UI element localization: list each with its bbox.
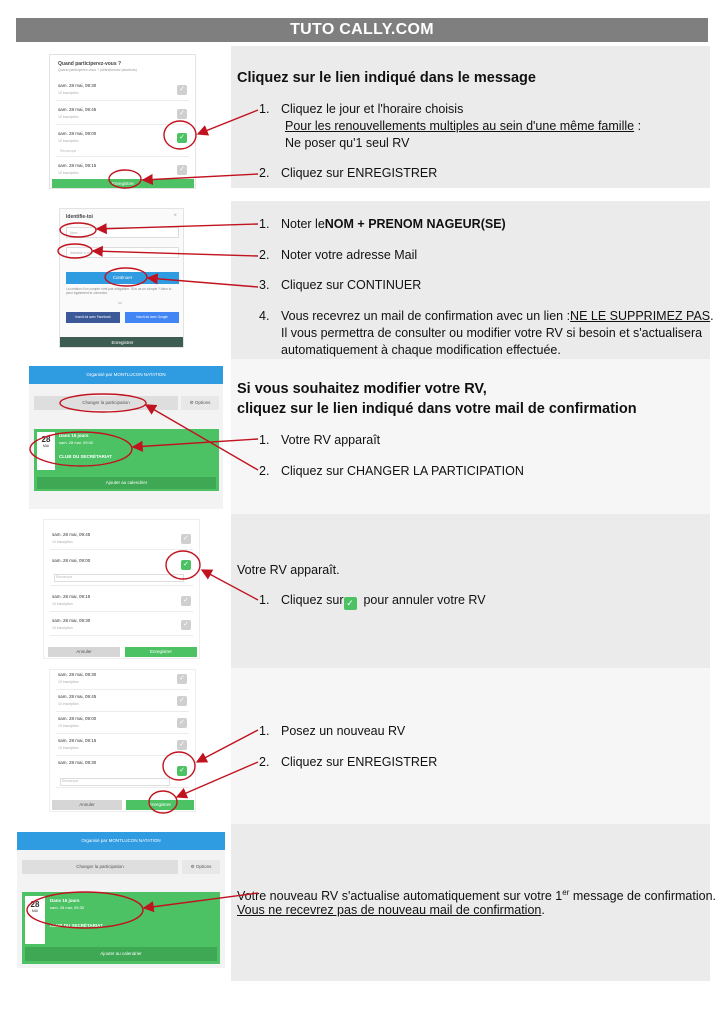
identify-title: Identifie-toi bbox=[66, 214, 93, 220]
s5-item-2: 2.Cliquez sur ENREGISTRER bbox=[259, 755, 438, 769]
google-button[interactable]: Inscrit-toi avec Google bbox=[125, 312, 179, 323]
checkbox-icon[interactable]: ✓ bbox=[181, 620, 191, 630]
save-button[interactable]: Enregistrer bbox=[52, 179, 194, 188]
checked-checkbox-icon[interactable]: ✓ bbox=[177, 133, 187, 143]
identify-screenshot: Identifie-toi × Nom Adresse e-mail Conti… bbox=[59, 208, 184, 348]
change-participation-button[interactable]: Changer la participation bbox=[34, 396, 178, 410]
s2-item-1: 1.Noter le NOM + PRENOM NAGEUR(SE) bbox=[259, 217, 506, 231]
s2-item-4-line-2: Il vous permettra de consulter ou modifi… bbox=[281, 326, 703, 340]
date-time: sam. 28 mai, 09:30 bbox=[50, 905, 85, 910]
club-name: CLUB DU SECRÉTARIAT bbox=[59, 454, 112, 459]
participate-title: Quand participerez-vous ? bbox=[58, 61, 122, 67]
checkbox-icon[interactable]: ✓ bbox=[181, 596, 191, 606]
organizer-banner: Organisé par MONTLUCON NATATION bbox=[29, 366, 223, 384]
s6-line-1: Votre nouveau RV s'actualise automatique… bbox=[237, 888, 716, 904]
checked-checkbox-icon: ✓ bbox=[343, 597, 357, 610]
confirmation-screenshot-2: Organisé par MONTLUCON NATATION Changer … bbox=[17, 832, 225, 968]
date-time: sam. 28 mai, 09:00 bbox=[59, 440, 94, 445]
s2-item-4: 4.Vous recevrez un mail de confirmation … bbox=[259, 309, 714, 323]
s1-note-2: Ne poser qu'1 seul RV bbox=[285, 136, 410, 150]
calendar-icon: 28 MAI bbox=[37, 432, 55, 470]
confirmation-screenshot-1: Organisé par MONTLUCON NATATION Changer … bbox=[29, 366, 223, 509]
s2-item-2: 2.Noter votre adresse Mail bbox=[259, 248, 418, 262]
participate-subtitle: Quand participerez-vous ? (sélectionnez … bbox=[58, 68, 137, 72]
cancel-button[interactable]: Annuler bbox=[52, 800, 122, 810]
calendar-icon: 28 MAI bbox=[25, 896, 45, 944]
options-button[interactable]: ⚙ Options bbox=[181, 396, 219, 410]
checked-checkbox-icon[interactable]: ✓ bbox=[181, 560, 191, 570]
checkbox-icon[interactable]: ✓ bbox=[177, 740, 187, 750]
s4-item-1: 1.Cliquez sur ✓ pour annuler votre RV bbox=[259, 593, 486, 610]
checkbox-icon[interactable]: ✓ bbox=[177, 109, 187, 119]
cancel-button[interactable]: Annuler bbox=[48, 647, 120, 657]
or-label: ou bbox=[118, 301, 122, 305]
s4-intro: Votre RV apparaît. bbox=[237, 563, 340, 577]
s1-item-1: 1.Cliquez le jour et l'horaire choisis bbox=[259, 102, 464, 116]
checkbox-icon[interactable]: ✓ bbox=[177, 674, 187, 684]
name-field[interactable]: Nom bbox=[66, 227, 179, 238]
page-title: TUTO CALLY.COM bbox=[16, 18, 708, 42]
in-days-label: Dans 15 jours bbox=[59, 433, 89, 438]
checked-checkbox-icon[interactable]: ✓ bbox=[177, 766, 187, 776]
appointment-card: 28 MAI Dans 15 jours sam. 28 mai, 09:30 … bbox=[22, 892, 220, 964]
club-name: CLUB DU SECRÉTARIAT bbox=[50, 923, 103, 928]
section-5-band bbox=[231, 668, 710, 824]
s1-item-2: 2.Cliquez sur ENREGISTRER bbox=[259, 166, 438, 180]
gear-icon: ⚙ bbox=[190, 864, 195, 869]
save-button-disabled: Enregistrer bbox=[60, 337, 183, 347]
s3-item-1: 1.Votre RV apparaît bbox=[259, 433, 381, 447]
s2-item-4-line-3: automatiquement à chaque modification ef… bbox=[281, 343, 561, 357]
save-button[interactable]: Enregistrer bbox=[125, 647, 197, 657]
section-3-band bbox=[231, 359, 710, 514]
options-button[interactable]: ⚙ Options bbox=[182, 860, 220, 874]
s3-item-2: 2.Cliquez sur CHANGER LA PARTICIPATION bbox=[259, 464, 524, 478]
facebook-button[interactable]: Inscrit-toi avec Facebook bbox=[66, 312, 120, 323]
gear-icon: ⚙ bbox=[189, 400, 194, 405]
email-field[interactable]: Adresse e-mail bbox=[66, 247, 179, 258]
save-button[interactable]: Enregistrer bbox=[126, 800, 194, 810]
s1-note-1: Pour les renouvellements multiples au se… bbox=[285, 119, 642, 133]
slot-row-selected[interactable]: sam. 28 mai, 09:30✓Remarque bbox=[56, 758, 189, 788]
organizer-banner: Organisé par MONTLUCON NATATION bbox=[17, 832, 225, 850]
checkbox-icon[interactable]: ✓ bbox=[177, 85, 187, 95]
checkbox-icon[interactable]: ✓ bbox=[177, 696, 187, 706]
add-to-calendar-button[interactable]: Ajouter au calendrier bbox=[25, 947, 217, 961]
checkbox-icon[interactable]: ✓ bbox=[177, 165, 187, 175]
change-participation-button[interactable]: Changer la participation bbox=[22, 860, 178, 874]
appointment-card: 28 MAI Dans 15 jours sam. 28 mai, 09:00 … bbox=[34, 429, 219, 491]
in-days-label: Dans 15 jours bbox=[50, 898, 80, 903]
s6-line-2: Vous ne recevrez pas de nouveau mail de … bbox=[237, 903, 545, 917]
section-1-heading: Cliquez sur le lien indiqué dans le mess… bbox=[237, 70, 536, 86]
section-6-band bbox=[231, 824, 710, 981]
slot-row-selected[interactable]: sam. 28 mai, 09:00✓Remarque bbox=[50, 556, 193, 586]
section-1-band bbox=[231, 46, 710, 188]
section-4-band bbox=[231, 514, 710, 668]
legal-text: La création d'un compte n'est pas obliga… bbox=[66, 287, 172, 295]
checkbox-icon[interactable]: ✓ bbox=[177, 718, 187, 728]
s2-item-3: 3.Cliquez sur CONTINUER bbox=[259, 278, 422, 292]
s5-item-1: 1.Posez un nouveau RV bbox=[259, 724, 406, 738]
continue-button[interactable]: Continuer bbox=[66, 272, 179, 284]
section-3-heading-1: Si vous souhaitez modifier votre RV, bbox=[237, 381, 487, 397]
close-icon[interactable]: × bbox=[173, 213, 177, 219]
add-to-calendar-button[interactable]: Ajouter au calendrier bbox=[37, 477, 216, 489]
checkbox-icon[interactable]: ✓ bbox=[181, 534, 191, 544]
section-3-heading-2: cliquez sur le lien indiqué dans votre m… bbox=[237, 401, 637, 417]
participation-screenshot-1: Quand participerez-vous ? Quand particip… bbox=[49, 54, 196, 189]
section-2-band bbox=[231, 201, 710, 359]
